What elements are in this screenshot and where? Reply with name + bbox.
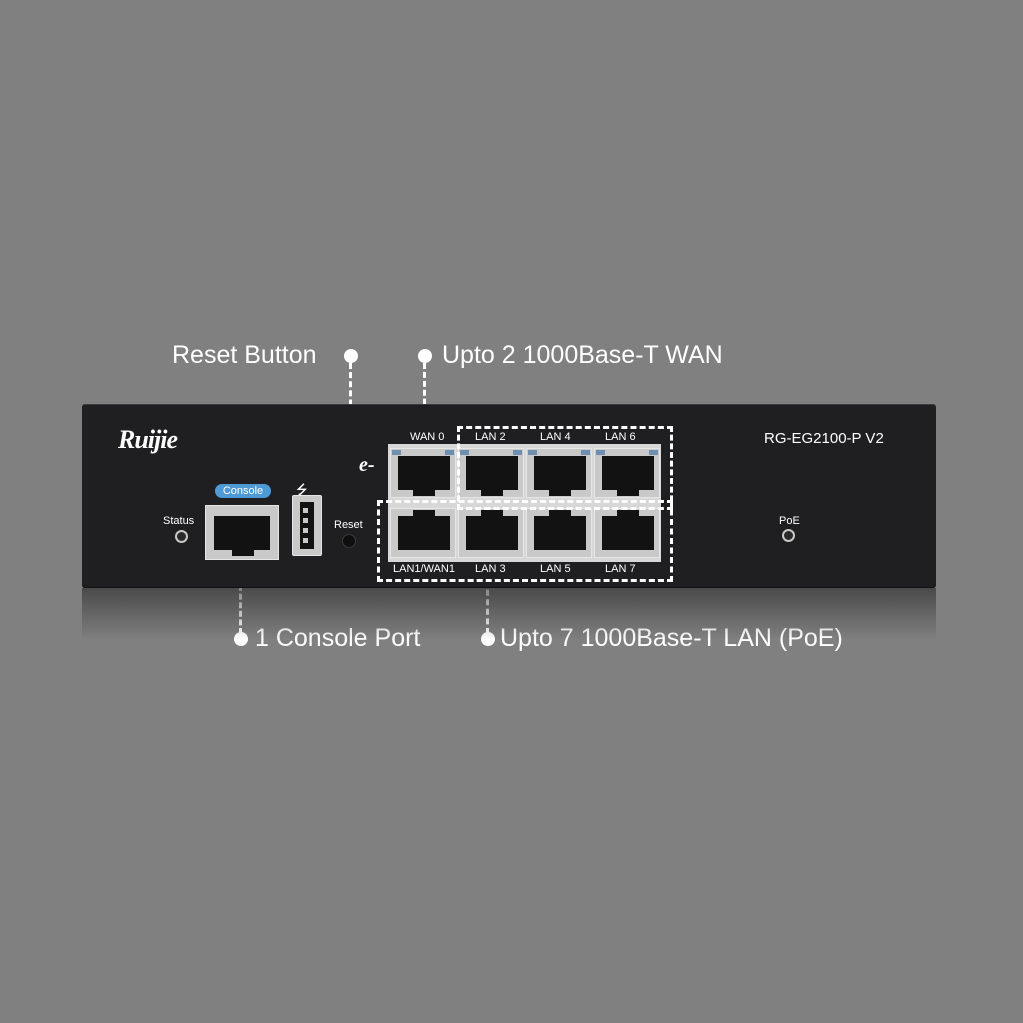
ethernet-port-wan0[interactable]	[390, 448, 456, 498]
ethernet-port-lan2[interactable]	[458, 448, 524, 498]
ethernet-port-lan3[interactable]	[458, 508, 524, 558]
usb-icon: ⭍	[296, 482, 308, 498]
reset-label: Reset	[334, 519, 363, 531]
port-label-lan5: LAN 5	[540, 563, 571, 575]
reset-button-callout: Reset Button	[172, 341, 317, 369]
ethernet-port-lan4[interactable]	[526, 448, 592, 498]
ethernet-port-lan1-wan1[interactable]	[390, 508, 456, 558]
port-label-lan3: LAN 3	[475, 563, 506, 575]
usb-port[interactable]	[292, 495, 322, 556]
ethernet-port-lan7[interactable]	[594, 508, 660, 558]
reset-callout-dot	[344, 349, 358, 363]
port-label-lan6: LAN 6	[605, 431, 636, 443]
lan-highlight-top	[457, 426, 673, 510]
port-label-lan7: LAN 7	[605, 563, 636, 575]
console-port[interactable]	[205, 505, 279, 560]
model-name: RG-EG2100-P V2	[764, 430, 884, 447]
console-badge: Console	[215, 484, 271, 498]
status-led	[175, 530, 188, 543]
poe-led	[782, 529, 795, 542]
reset-button[interactable]	[342, 534, 356, 548]
device-reflection	[82, 588, 936, 640]
wan-callout-dot	[418, 349, 432, 363]
brand-logo: Ruijie	[118, 425, 178, 454]
ie-logo-icon: e-	[359, 454, 375, 476]
port-label-lan4: LAN 4	[540, 431, 571, 443]
poe-label: PoE	[779, 515, 800, 527]
lan-highlight-bottom	[377, 500, 673, 582]
status-label: Status	[163, 515, 195, 527]
ethernet-port-lan6[interactable]	[594, 448, 660, 498]
wan-callout: Upto 2 1000Base-T WAN	[442, 341, 723, 369]
ethernet-port-lan5[interactable]	[526, 508, 592, 558]
port-label-wan0: WAN 0	[410, 431, 445, 443]
port-label-lan1-wan1: LAN1/WAN1	[393, 563, 455, 575]
port-label-lan2: LAN 2	[475, 431, 506, 443]
